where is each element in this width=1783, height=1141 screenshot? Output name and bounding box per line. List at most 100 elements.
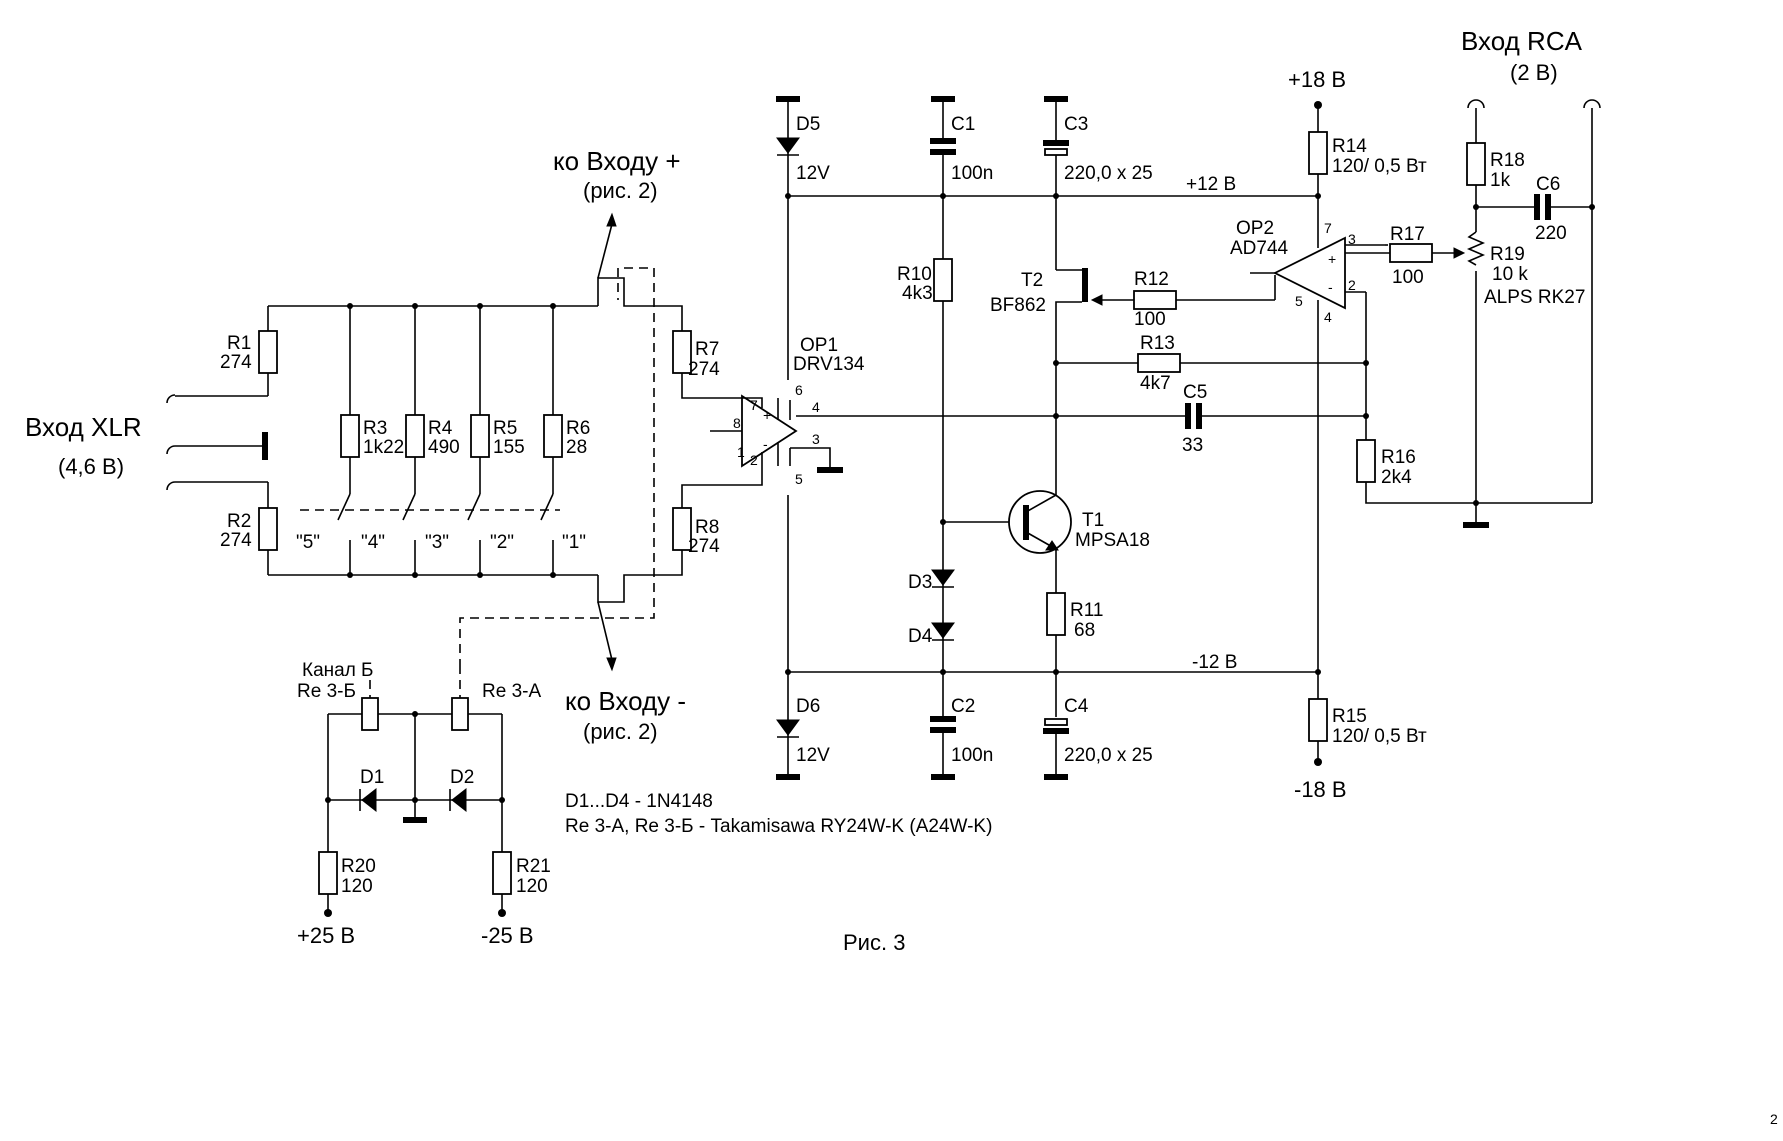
switch-pos-5: "5"	[296, 532, 320, 553]
c2-value: 100n	[951, 745, 993, 766]
r8-value: 274	[688, 536, 720, 557]
r14-ref: R14	[1332, 136, 1367, 157]
op1-minus: -	[763, 436, 768, 452]
rca-input-title: Вход RCA	[1461, 26, 1583, 56]
op2-ref: OP2	[1236, 218, 1274, 239]
r4-value: 490	[428, 437, 460, 458]
r20-ref: R20	[341, 856, 376, 877]
r18-value: 1k	[1490, 170, 1511, 191]
xlr-input-title: Вход XLR	[25, 412, 142, 442]
op2-value: AD744	[1230, 238, 1289, 259]
d6-ref: D6	[796, 696, 820, 717]
r17-value: 100	[1392, 267, 1424, 288]
op1-pin-1: 1	[737, 444, 745, 460]
rail-minus25-label: -25 В	[481, 923, 534, 948]
rail-minus12-label: -12 В	[1192, 652, 1237, 673]
relay-drive-section: Канал Б Re 3-Б Re 3-А D1 D2 R20 120 +25 …	[297, 660, 551, 948]
op2-pin-3: 3	[1348, 231, 1356, 247]
op2-minus: -	[1328, 279, 1333, 295]
switch-pos-1: "1"	[562, 532, 586, 553]
op1-pin-5: 5	[795, 471, 803, 487]
relay-coil-b	[361, 697, 379, 731]
r15-value: 120/ 0,5 Вт	[1332, 726, 1427, 747]
r12-value: 100	[1134, 309, 1166, 330]
t2-gate-arrow-icon	[1090, 294, 1103, 306]
relay-link-dashed	[459, 267, 655, 665]
output-stage: R12 100 R13 4k7 C5 33 R16 2k4 3 2 7 5 4	[1056, 67, 1592, 802]
diode-d2-icon	[451, 787, 467, 813]
op1-pin-7: 7	[750, 397, 758, 413]
switch-pos-3: "3"	[425, 532, 449, 553]
resistor-r13	[1137, 353, 1181, 373]
op1-pin-8: 8	[733, 415, 741, 431]
resistor-r17	[1389, 243, 1433, 263]
r11-ref: R11	[1070, 600, 1103, 621]
c1-ref: C1	[951, 114, 975, 135]
r10-value: 4k3	[902, 283, 933, 304]
r10-ref: R10	[897, 264, 932, 285]
resistor-r14	[1308, 131, 1328, 175]
arrow-down-icon	[606, 657, 617, 672]
page-number: 2	[1770, 1111, 1778, 1127]
r19-value: 10 k	[1492, 264, 1528, 285]
r2-ref: R2	[227, 511, 251, 532]
figure-caption: Рис. 3	[843, 930, 905, 955]
r6-ref: R6	[566, 418, 590, 439]
op1-pin-3: 3	[812, 431, 820, 447]
c6-ref: C6	[1536, 174, 1560, 195]
resistor-r6	[540, 303, 563, 578]
r12-ref: R12	[1134, 269, 1169, 290]
op1-pin-4: 4	[812, 399, 820, 415]
r4-ref: R4	[428, 418, 453, 439]
diode-d3-icon	[931, 569, 955, 586]
r16-ref: R16	[1381, 447, 1416, 468]
t2-value: BF862	[990, 295, 1046, 316]
d3-ref: D3	[908, 572, 932, 593]
d6-value: 12V	[796, 745, 830, 766]
note-diodes: D1...D4 - 1N4148	[565, 791, 713, 812]
r3-value: 1k22	[363, 437, 404, 458]
xlr-pin-ground-icon	[166, 445, 176, 455]
r6-value: 28	[566, 437, 587, 458]
power-supply-section: D5 12V C1 100n C3 220,0 x 25 +12 В -12 В	[776, 96, 1321, 780]
r5-value: 155	[493, 437, 525, 458]
c3-ref: C3	[1064, 114, 1088, 135]
xlr-input-section: Вход XLR (4,6 В) R1 274 R2 274	[25, 146, 742, 744]
to-input-minus-ref: (рис. 2)	[583, 719, 658, 744]
op1-pin-6: 6	[795, 382, 803, 398]
note-relays: Re 3-А, Re 3-Б - Takamisawa RY24W-K (A24…	[565, 816, 992, 837]
r21-ref: R21	[516, 856, 551, 877]
op2-pin-5: 5	[1295, 293, 1303, 309]
resistor-r10	[933, 258, 953, 302]
r20-value: 120	[341, 876, 373, 897]
resistor-r18	[1466, 142, 1486, 186]
resistor-r2	[258, 507, 278, 551]
xlr-pin-hot-icon	[166, 394, 176, 404]
transistor-t1	[1008, 490, 1072, 554]
c5-value: 33	[1182, 435, 1203, 456]
r1-ref: R1	[227, 333, 251, 354]
r11-value: 68	[1074, 620, 1095, 641]
diode-d4-icon	[931, 622, 955, 639]
r15-ref: R15	[1332, 706, 1367, 727]
rail-minus18-label: -18 В	[1294, 777, 1347, 802]
rail-plus25-label: +25 В	[297, 923, 355, 948]
r8-ref: R8	[695, 517, 719, 538]
resistor-r15	[1308, 698, 1328, 742]
rca-pin-ground-icon	[1583, 99, 1601, 109]
relay-b-title: Канал Б	[302, 660, 374, 681]
op1-ref: OP1	[800, 335, 838, 356]
relay-b-ref: Re 3-Б	[297, 681, 356, 702]
to-input-plus-ref: (рис. 2)	[583, 178, 658, 203]
op2-ad744	[1272, 236, 1346, 310]
r7-value: 274	[688, 359, 720, 380]
c4-value: 220,0 x 25	[1064, 745, 1153, 766]
potentiometer-r19	[1466, 231, 1486, 266]
c5-ref: C5	[1183, 382, 1207, 403]
d5-ref: D5	[796, 114, 820, 135]
t1-ref: T1	[1082, 510, 1104, 531]
d5-value: 12V	[796, 163, 830, 184]
diode-d1-icon	[361, 787, 377, 813]
d1-ref: D1	[360, 767, 384, 788]
